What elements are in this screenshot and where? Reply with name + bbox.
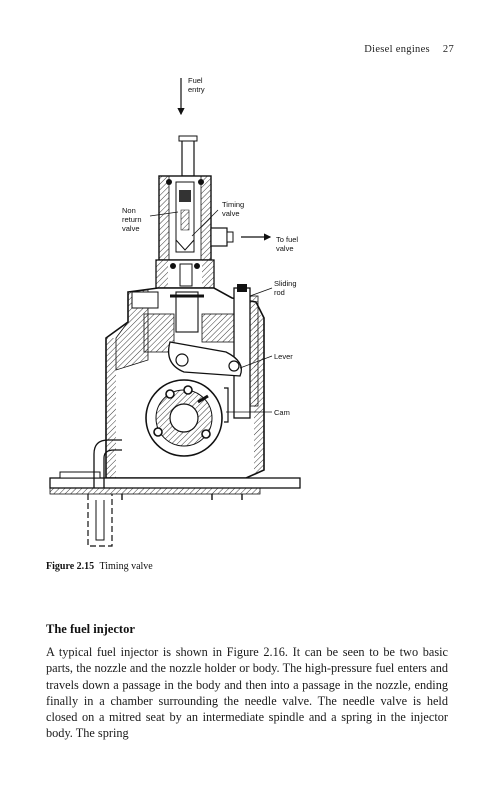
label-fuel-entry-line1: Fuel xyxy=(188,76,203,85)
label-cam: Cam xyxy=(274,408,290,417)
timing-valve-drawing: Fuel entry Non return valve Timing valve… xyxy=(49,76,301,547)
outlet-connection xyxy=(210,227,272,247)
figure-caption: Figure 2.15 Timing valve xyxy=(46,561,153,572)
label-fuel-entry-line2: entry xyxy=(188,85,205,94)
label-sliding-rod-line1: Sliding xyxy=(274,279,297,288)
page-number: 27 xyxy=(442,44,454,55)
label-timing-valve-line1: Timing xyxy=(222,200,244,209)
label-to-fuel-valve-line2: valve xyxy=(276,244,294,253)
section-heading: The fuel injector xyxy=(46,622,135,636)
label-non-return-line3: valve xyxy=(122,224,140,233)
body-paragraph: A typical fuel injector is shown in Figu… xyxy=(46,645,448,741)
upper-valve-housing xyxy=(158,175,212,261)
figure-caption-text: Timing valve xyxy=(99,561,153,572)
leader-lines xyxy=(149,209,273,413)
timing-valve-figure: Fuel entry Non return valve Timing valve… xyxy=(36,70,336,560)
label-sliding-rod-line2: rod xyxy=(274,288,285,297)
cam xyxy=(145,379,229,457)
label-to-fuel-valve-line1: To fuel xyxy=(276,235,298,244)
label-non-return-line1: Non xyxy=(122,206,136,215)
sliding-rod xyxy=(233,284,259,419)
label-timing-valve-line2: valve xyxy=(222,209,240,218)
lever xyxy=(167,341,243,377)
mid-body xyxy=(155,259,215,289)
running-head-title: Diesel engines xyxy=(364,44,430,55)
drain-pipe xyxy=(87,439,122,547)
label-lever: Lever xyxy=(274,352,293,361)
running-head: Diesel engines 27 xyxy=(364,44,454,55)
label-non-return-line2: return xyxy=(122,215,142,224)
base-plate xyxy=(49,471,301,500)
figure-caption-number: Figure 2.15 xyxy=(46,561,95,572)
top-spindle xyxy=(181,137,195,177)
